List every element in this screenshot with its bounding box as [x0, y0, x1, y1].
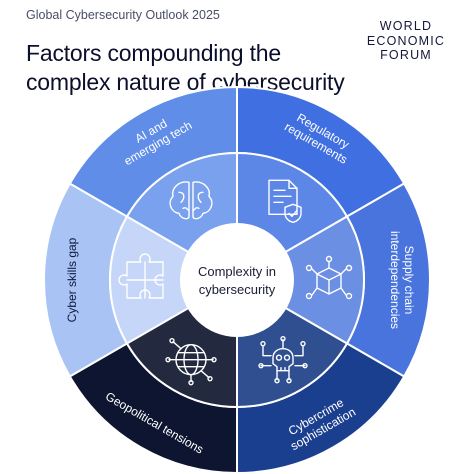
page-title: Factors compounding the complex nature o…: [26, 39, 356, 97]
center-circle: [180, 223, 294, 337]
globe-network-icon: [165, 337, 217, 386]
report-label: Global Cybersecurity Outlook 2025: [26, 8, 220, 22]
title-line-2: complex nature of cybersecurity: [26, 69, 345, 95]
puzzle-icon: [118, 253, 164, 299]
brain-icon: [169, 181, 213, 220]
wef-logo: WORLD ECONOMIC FORUM: [364, 19, 448, 63]
segment-inner-cyber-skills-gap: [109, 215, 239, 345]
document-shield-icon: [268, 179, 302, 224]
wheel-segments: [43, 85, 431, 474]
package-network-icon: [305, 255, 353, 300]
segment-label-line: interdependencies: [388, 231, 402, 329]
logo-line-3: FORUM: [380, 48, 432, 62]
skull-circuit-icon: [258, 335, 308, 384]
center-label-line-1: Complexity in: [198, 264, 276, 279]
segment-label-cyber-skills-gap: Cyber skills gap: [65, 237, 79, 322]
logo-line-1: WORLD: [379, 19, 433, 33]
title-line-1: Factors compounding the: [26, 40, 281, 66]
center-label-line-2: cybersecurity: [199, 282, 276, 297]
segment-inner-supply-chain-interdependencies: [235, 215, 365, 345]
wheel-icons: [118, 179, 353, 386]
logo-line-2: ECONOMIC: [366, 33, 446, 48]
segment-label-line: Cyber skills gap: [65, 237, 79, 322]
segment-label-line: Supply chain: [402, 246, 416, 315]
